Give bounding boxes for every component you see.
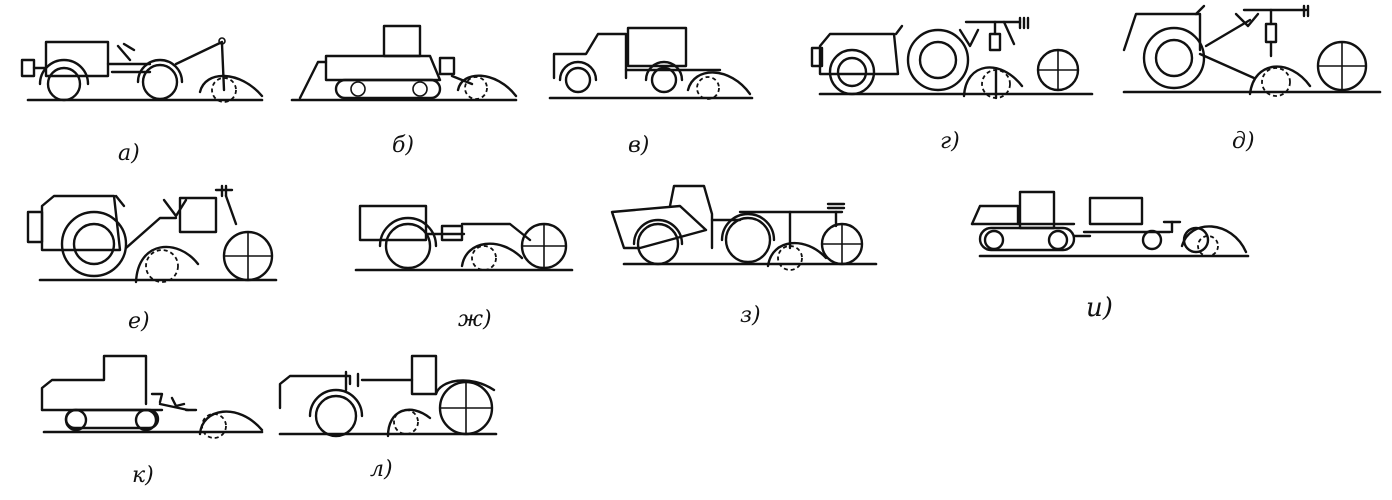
label-zh: ж) [458, 307, 492, 332]
label-k: к) [132, 463, 154, 488]
scheme-z [610, 184, 878, 271]
label-d: д) [1232, 129, 1255, 154]
scheme-v [548, 26, 754, 100]
scheme-d [1122, 4, 1382, 97]
scheme-g [810, 16, 1094, 100]
label-z: з) [740, 303, 761, 328]
label-l: л) [370, 457, 393, 482]
label-b: б) [392, 133, 414, 158]
label-v: в) [628, 133, 649, 158]
scheme-l [278, 354, 498, 438]
label-i: и) [1086, 293, 1113, 323]
label-e: е) [128, 309, 150, 334]
label-g: г) [940, 129, 960, 154]
scheme-e [26, 184, 278, 284]
label-a: а) [118, 141, 140, 166]
scheme-a [20, 37, 264, 103]
scheme-zh [354, 204, 574, 272]
scheme-k [40, 354, 264, 439]
scheme-i [970, 190, 1250, 258]
scheme-b [290, 24, 518, 102]
